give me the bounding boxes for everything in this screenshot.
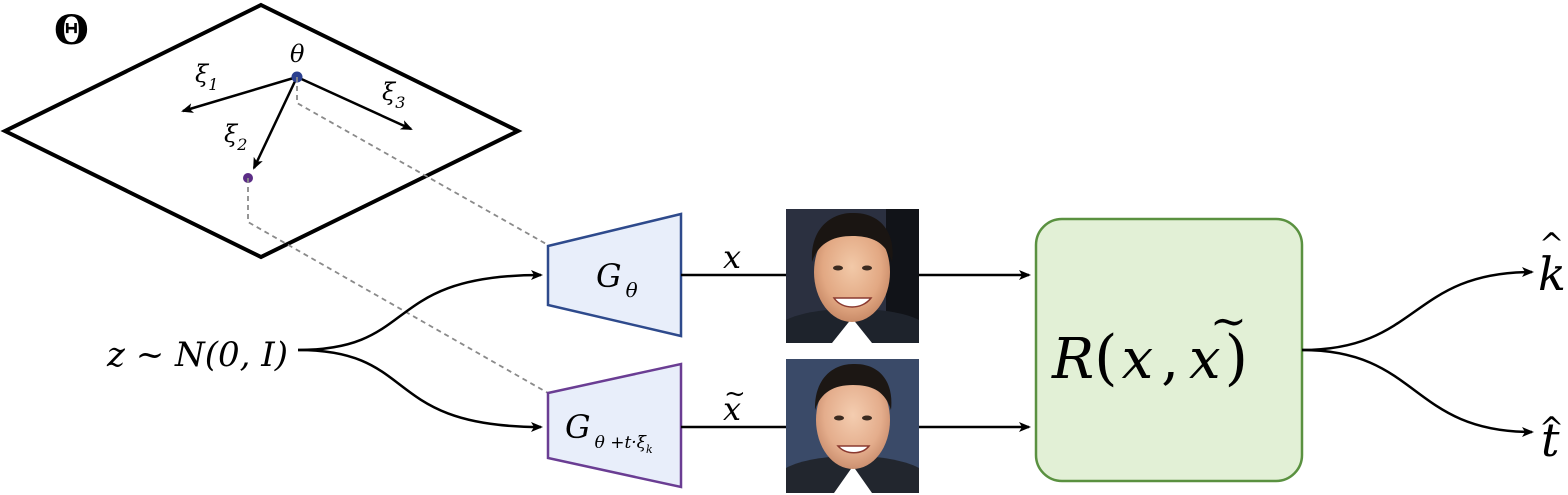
image-bottom-label: x bbox=[723, 390, 741, 428]
reconstructor: R(x,x) ~ bbox=[1034, 217, 1304, 483]
dashed-connector-top bbox=[296, 77, 549, 246]
generator-bottom-subsubscript: k bbox=[646, 443, 653, 456]
generator-top-trapezoid bbox=[546, 212, 683, 338]
reconstructor-label: R(x,x) bbox=[1051, 323, 1248, 393]
xi2-symbol: ξ bbox=[224, 120, 239, 148]
image-top-label: x bbox=[723, 238, 741, 276]
output-k-hat: ^ bbox=[1539, 227, 1564, 262]
reconstructor-to-t-arrow bbox=[1301, 348, 1534, 437]
xi1-label: ξ1 bbox=[195, 60, 218, 94]
reconstructor-x: x bbox=[1122, 327, 1154, 392]
parameter-space-label: Θ bbox=[54, 7, 89, 54]
output-t-hat: ^ bbox=[1539, 411, 1564, 446]
xi3-index: 3 bbox=[395, 93, 405, 112]
parameter-space: Θ θ ξ1 ξ2 ξ3 bbox=[0, 2, 523, 260]
generator-bottom-subscript: θ +t·ξ bbox=[595, 433, 648, 453]
reconstructor-tilde: ~ bbox=[1210, 296, 1247, 347]
reconstructor-xt: x bbox=[1189, 327, 1221, 392]
output-k-label: k bbox=[1538, 247, 1566, 301]
xi2-label: ξ2 bbox=[224, 120, 247, 154]
generator-top-symbol: G bbox=[596, 257, 622, 295]
dashed-connector-bottom bbox=[247, 178, 549, 394]
input-latent-label: z ~ N(0, I) bbox=[106, 335, 288, 375]
image-bottom-tilde: ~ bbox=[724, 379, 746, 409]
reconstructor-R: R bbox=[1051, 327, 1094, 392]
output-t-label: t bbox=[1541, 413, 1560, 467]
direction-arrow-xi2 bbox=[252, 76, 299, 170]
reconstructor-comma: , bbox=[1161, 327, 1179, 392]
xi3-label: ξ3 bbox=[382, 78, 405, 112]
generated-face-image-bottom bbox=[786, 359, 919, 493]
xi1-symbol: ξ bbox=[195, 60, 210, 88]
input-to-bottom-generator-arrow bbox=[297, 348, 543, 432]
input-to-top-generator-arrow bbox=[297, 270, 543, 352]
parameter-space-diamond bbox=[0, 2, 523, 260]
theta-label: θ bbox=[290, 40, 305, 68]
direction-arrow-xi1 bbox=[181, 75, 298, 113]
generated-face-image-top bbox=[786, 209, 919, 343]
generator-bottom-symbol: G bbox=[565, 408, 591, 446]
xi2-index: 2 bbox=[236, 135, 247, 154]
reconstructor-close: ) bbox=[1225, 323, 1248, 393]
reconstructor-open: ( bbox=[1094, 323, 1117, 393]
xi1-index: 1 bbox=[208, 75, 218, 94]
reconstructor-to-k-arrow bbox=[1301, 267, 1534, 352]
generator-bottom-trapezoid bbox=[546, 362, 683, 489]
xi3-symbol: ξ bbox=[382, 78, 397, 106]
direction-arrow-xi3 bbox=[296, 75, 413, 131]
generator-top-subscript: θ bbox=[626, 278, 638, 302]
